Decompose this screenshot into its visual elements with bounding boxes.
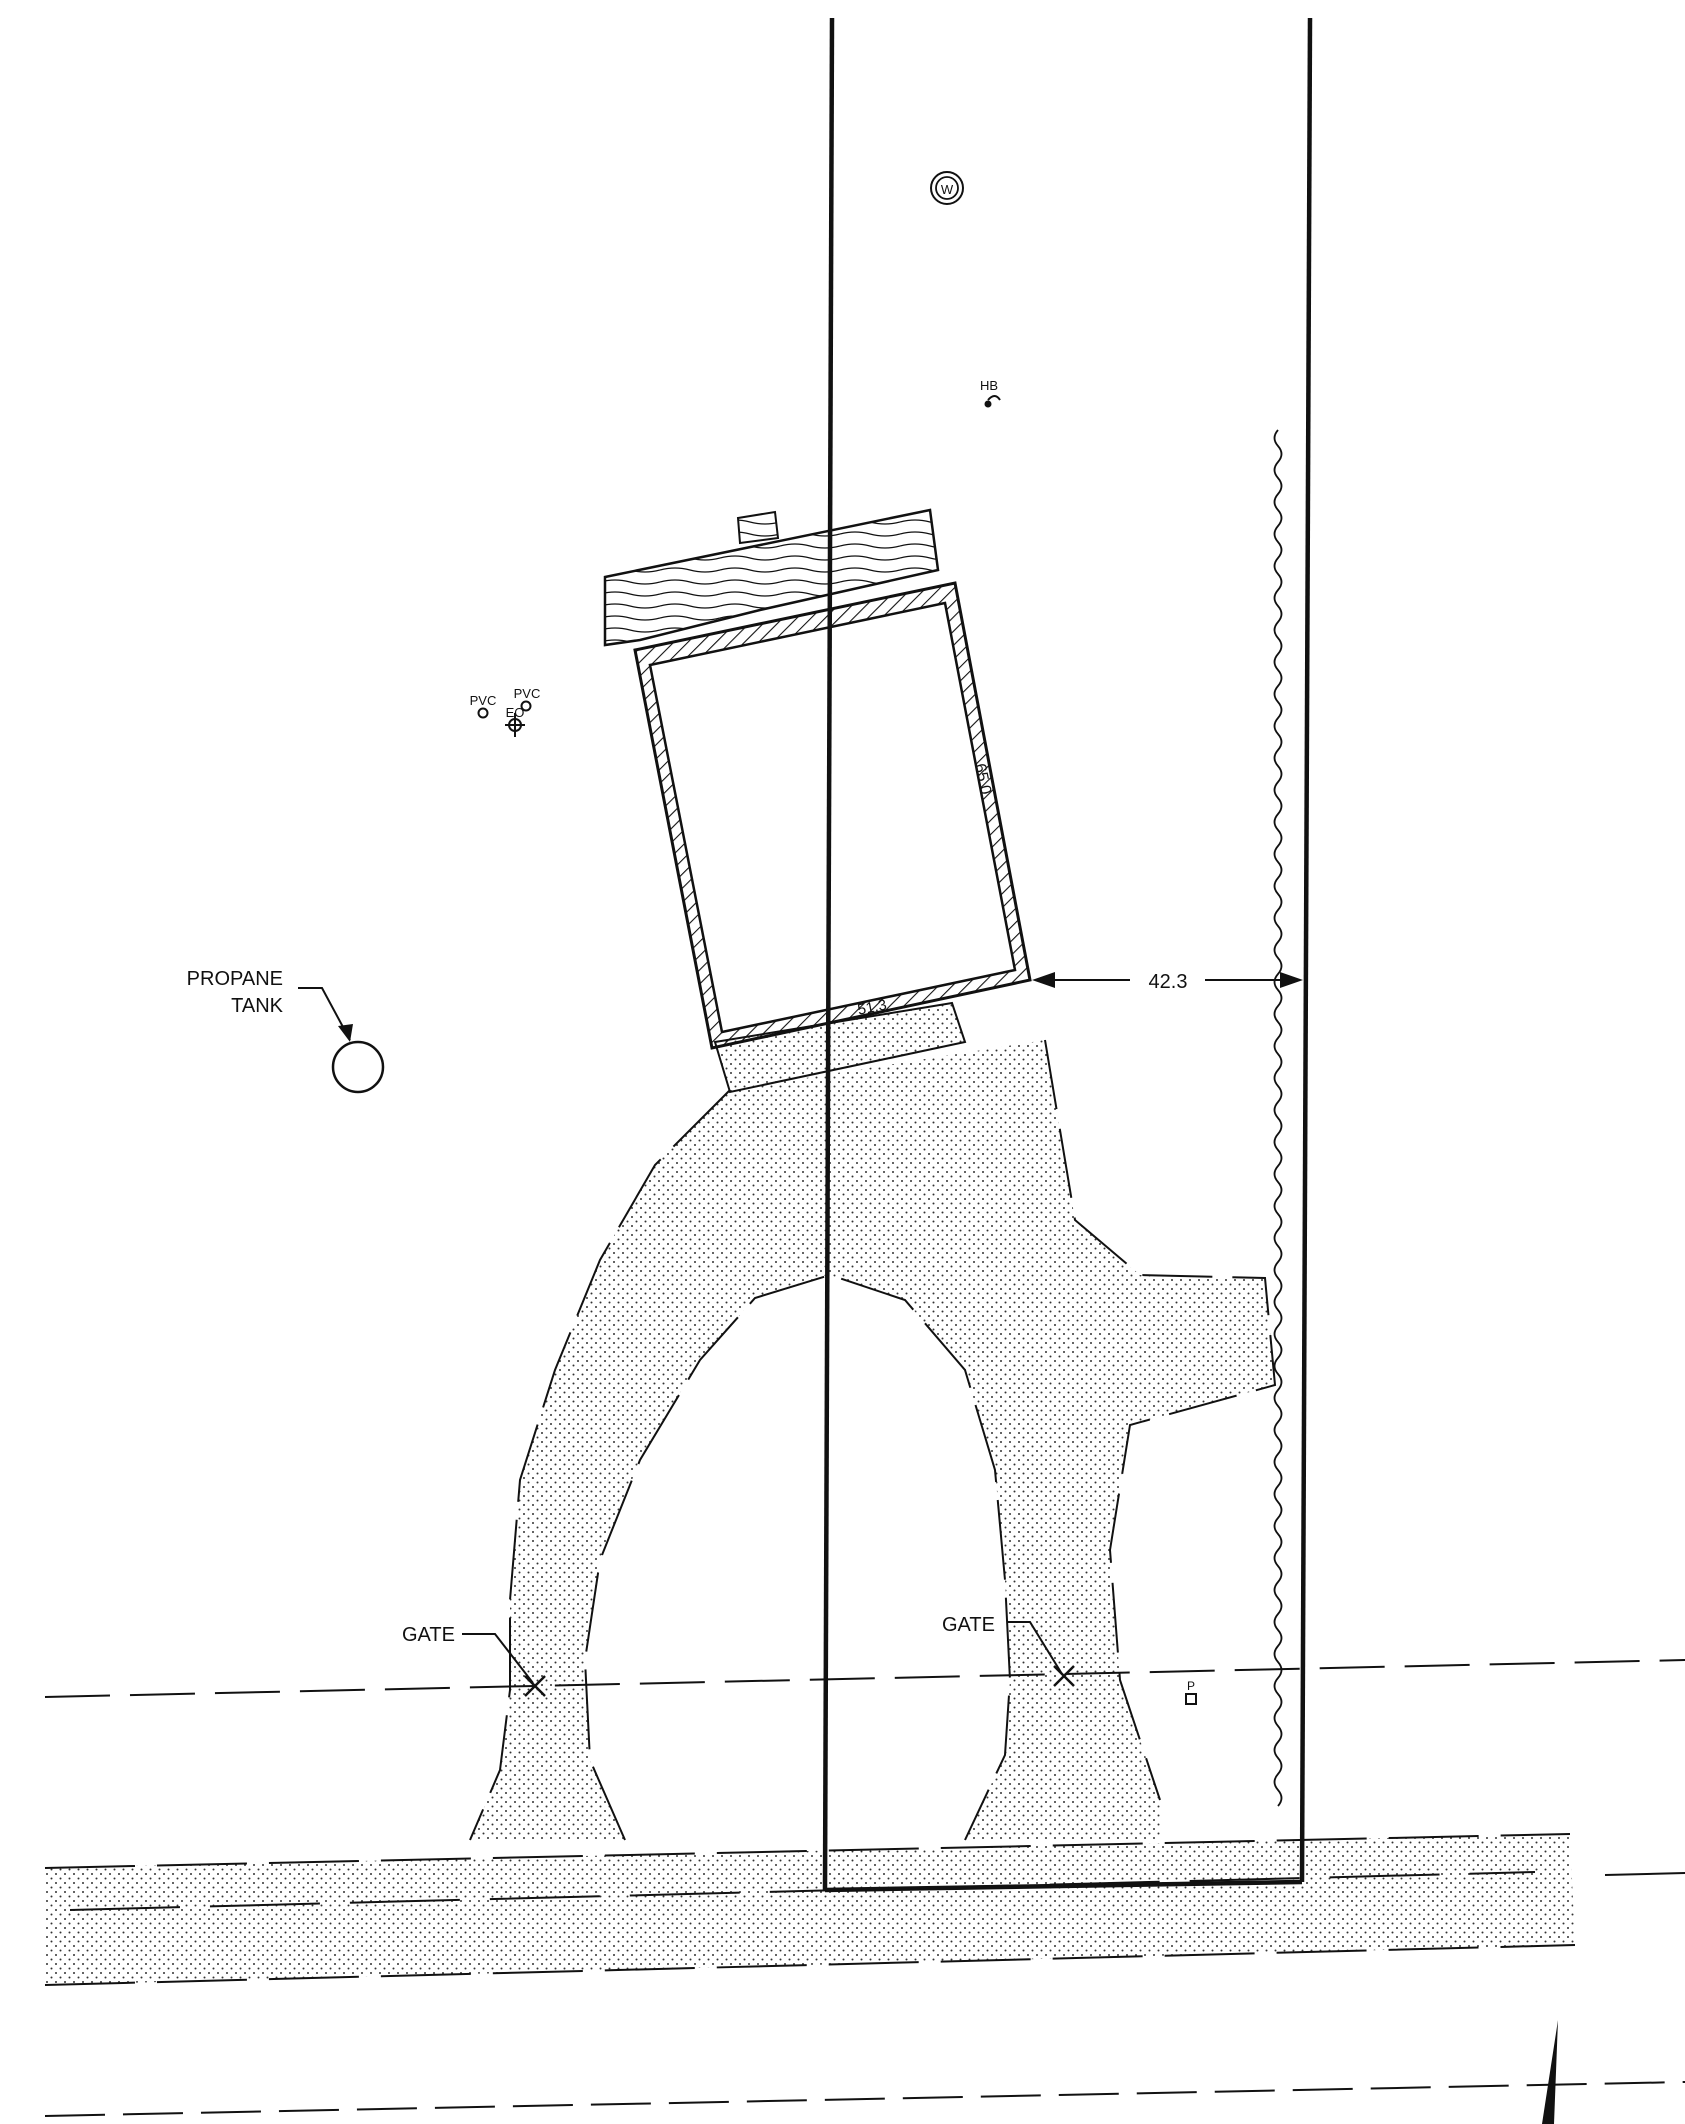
well-symbol-inner — [935, 176, 959, 200]
setback-arrow-left — [1032, 972, 1055, 988]
concrete-apron — [713, 1001, 967, 1094]
leader-lines — [298, 987, 1063, 1684]
hose-bib-symbol — [984, 400, 992, 408]
gate-marker-right — [1053, 1665, 1075, 1687]
pvc-label-right: PVC — [514, 686, 541, 701]
setback-arrow-right — [1280, 972, 1303, 988]
house-interior — [648, 601, 1017, 1034]
driveway-loop — [470, 1040, 1275, 1840]
gate-label-right: GATE — [942, 1614, 995, 1636]
propane-label-line1: PROPANE — [187, 968, 283, 990]
lower-boundary-line — [44, 2081, 1685, 2117]
deck-step — [736, 510, 780, 545]
utility-pole-label: P — [1187, 1679, 1195, 1693]
utility-pole-symbol — [1185, 1693, 1197, 1705]
eo-symbol — [505, 713, 525, 737]
property-lines — [822, 17, 1313, 1893]
driveway-edges — [469, 1039, 1277, 1841]
well-label: W — [941, 182, 954, 197]
gate-label-left: GATE — [402, 1624, 455, 1646]
pvc-cleanout-right — [520, 700, 532, 712]
road-edge-lines — [44, 1833, 1685, 1986]
propane-arrowhead — [338, 1024, 353, 1042]
pvc-label-left: PVC — [470, 693, 497, 708]
north-arrow — [1542, 2020, 1558, 2124]
hose-bib-hook — [987, 395, 1001, 401]
road-surface — [45, 1834, 1575, 1985]
hose-bib-label: HB — [980, 378, 998, 393]
propane-tank-symbol — [331, 1040, 385, 1094]
tree-line — [1273, 429, 1283, 1807]
house-side-dimension: 65.0 — [971, 762, 994, 796]
setback-dimension-label: 42.3 — [1149, 971, 1188, 993]
house-front-dimension: 51.3 — [856, 996, 888, 1018]
eo-label: EO — [506, 705, 525, 720]
gate-marker-left — [524, 1675, 546, 1697]
propane-label-line2: TANK — [231, 995, 284, 1017]
wood-deck — [603, 508, 940, 647]
fence-line-dashed — [44, 1659, 1685, 1698]
pvc-cleanout-left — [477, 707, 489, 719]
